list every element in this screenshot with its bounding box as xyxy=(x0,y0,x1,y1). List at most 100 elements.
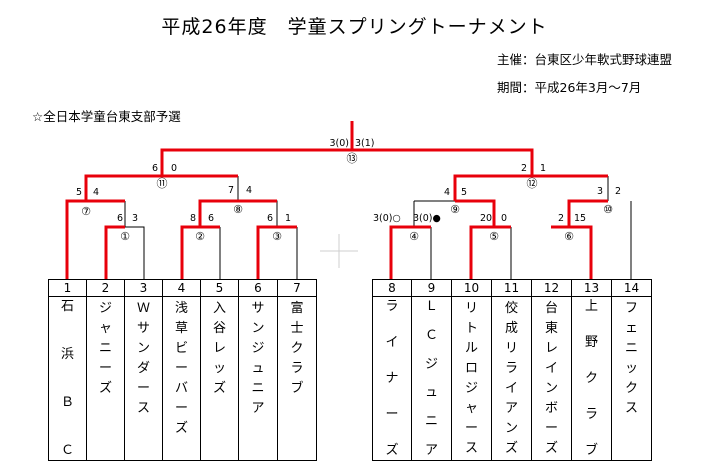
score-m4-right: 3(0)● xyxy=(413,213,441,224)
team-name: ジャニーズ xyxy=(87,297,124,399)
score-m1-left: 6 xyxy=(117,213,123,224)
team-name-char: 台 xyxy=(544,301,558,316)
team-name-char: ー xyxy=(174,361,188,376)
winner-path-lines xyxy=(65,121,608,279)
team-name-char: ク xyxy=(584,371,598,386)
team-name: 佼成リライアンズ xyxy=(492,297,531,459)
team-name-char: レ xyxy=(544,341,558,356)
match-label-4: ④ xyxy=(409,230,419,243)
team-name-char: 野 xyxy=(584,335,598,350)
score-m12-right: 1 xyxy=(540,163,546,174)
team-name-char: ッ xyxy=(212,361,226,376)
team-name-char: サ xyxy=(251,301,265,316)
match-label-1: ① xyxy=(120,230,130,243)
team-name-char: ュ xyxy=(251,361,265,376)
team-name-char: ン xyxy=(544,381,558,396)
team-name-char: ニ xyxy=(251,381,265,396)
team-number: 13 xyxy=(571,279,612,297)
team-name: ライナーズ xyxy=(373,297,411,459)
team-name: 上野クラブ xyxy=(572,297,611,459)
team-name: 浅草ビーバーズ xyxy=(163,297,200,439)
winner-line-5 xyxy=(198,199,277,227)
team-name-cell: リトルロジャース xyxy=(451,296,492,461)
score-m10-left: 3 xyxy=(597,186,603,197)
team-number: 6 xyxy=(238,279,278,297)
score-m13-left: 3(0) xyxy=(329,138,349,149)
score-m9-right: 5 xyxy=(461,187,467,198)
winner-line-12 xyxy=(551,225,593,279)
match-label-5: ⑤ xyxy=(489,230,499,243)
winner-line-9 xyxy=(389,225,431,279)
team-name: フェニックス xyxy=(612,297,651,419)
team-name-char: ー xyxy=(544,421,558,436)
team-name: リトルロジャース xyxy=(452,297,491,459)
team-name-char: 成 xyxy=(504,321,518,336)
team-name-char: ア xyxy=(251,401,265,416)
team-number: 12 xyxy=(531,279,572,297)
team-name-char: 草 xyxy=(174,321,188,336)
team-name-char: ン xyxy=(251,321,265,336)
team-name-char: ラ xyxy=(504,361,518,376)
winner-line-10 xyxy=(469,225,511,279)
team-name-char: 上 xyxy=(584,299,598,314)
team-name-cell: 上野クラブ xyxy=(571,296,612,461)
winner-line-2 xyxy=(104,225,125,279)
team-name-char: ス xyxy=(464,441,478,456)
team-name-char: ズ xyxy=(98,381,112,396)
match-label-9: ⑨ xyxy=(450,203,460,216)
team-name-char: ス xyxy=(136,401,150,416)
team-name-char: ナ xyxy=(385,371,399,386)
team-name-char: Ｌ xyxy=(424,299,438,314)
winner-line-6 xyxy=(84,174,238,201)
team-name-char: ジ xyxy=(464,381,478,396)
team-name-char: ー xyxy=(385,407,399,422)
team-name-char: 石 xyxy=(60,299,74,314)
score-m5-left: 20 xyxy=(480,213,492,224)
host-text: 主催：台東区少年軟式野球連盟 xyxy=(497,52,673,67)
team-name-char: ズ xyxy=(174,421,188,436)
team-name: 富士クラブ xyxy=(278,297,316,399)
team-name-char: ブ xyxy=(290,381,304,396)
team-name-char: ジ xyxy=(424,356,438,372)
team-name-char: ャ xyxy=(464,401,478,416)
team-name-char: ー xyxy=(136,381,150,396)
team-number: 14 xyxy=(611,279,652,297)
period-text: 期間：平成26年3月～7月 xyxy=(497,80,642,95)
score-m3-right: 1 xyxy=(285,213,291,224)
team-name-cell: ジャニーズ xyxy=(86,296,125,461)
team-name-char: 入 xyxy=(212,301,226,316)
winner-line-1 xyxy=(65,199,125,279)
match-label-10: ⑩ xyxy=(603,203,613,216)
team-name-char: Ｂ xyxy=(60,395,74,410)
team-name: サンジュニア xyxy=(239,297,277,419)
team-name-char: イ xyxy=(385,335,399,350)
team-name-char: Ｗ xyxy=(136,301,150,316)
team-name-char: ュ xyxy=(424,385,438,401)
team-name-char: ト xyxy=(464,321,478,336)
team-name-char: ク xyxy=(624,381,638,396)
team-name-char: 浜 xyxy=(60,347,74,362)
team-number: 9 xyxy=(411,279,452,297)
team-name-cell: 台東レインボーズ xyxy=(531,296,572,461)
match-label-13: ⑬ xyxy=(347,152,358,165)
team-name-char: リ xyxy=(464,301,478,316)
score-m2-right: 6 xyxy=(208,213,214,224)
winner-line-11 xyxy=(455,199,496,227)
team-name-char: ズ xyxy=(385,443,399,458)
subtitle: ☆全日本学童台東支部予選 xyxy=(32,109,181,124)
score-m7-left: 5 xyxy=(76,187,82,198)
team-name-char: ク xyxy=(290,341,304,356)
team-number: 4 xyxy=(162,279,201,297)
team-name-char: ス xyxy=(624,401,638,416)
team-name-char: ャ xyxy=(98,321,112,336)
team-name-char: ラ xyxy=(584,407,598,422)
team-name-char: ジ xyxy=(251,341,265,356)
team-name-char: ズ xyxy=(504,441,518,456)
team-name-char: イ xyxy=(504,381,518,396)
